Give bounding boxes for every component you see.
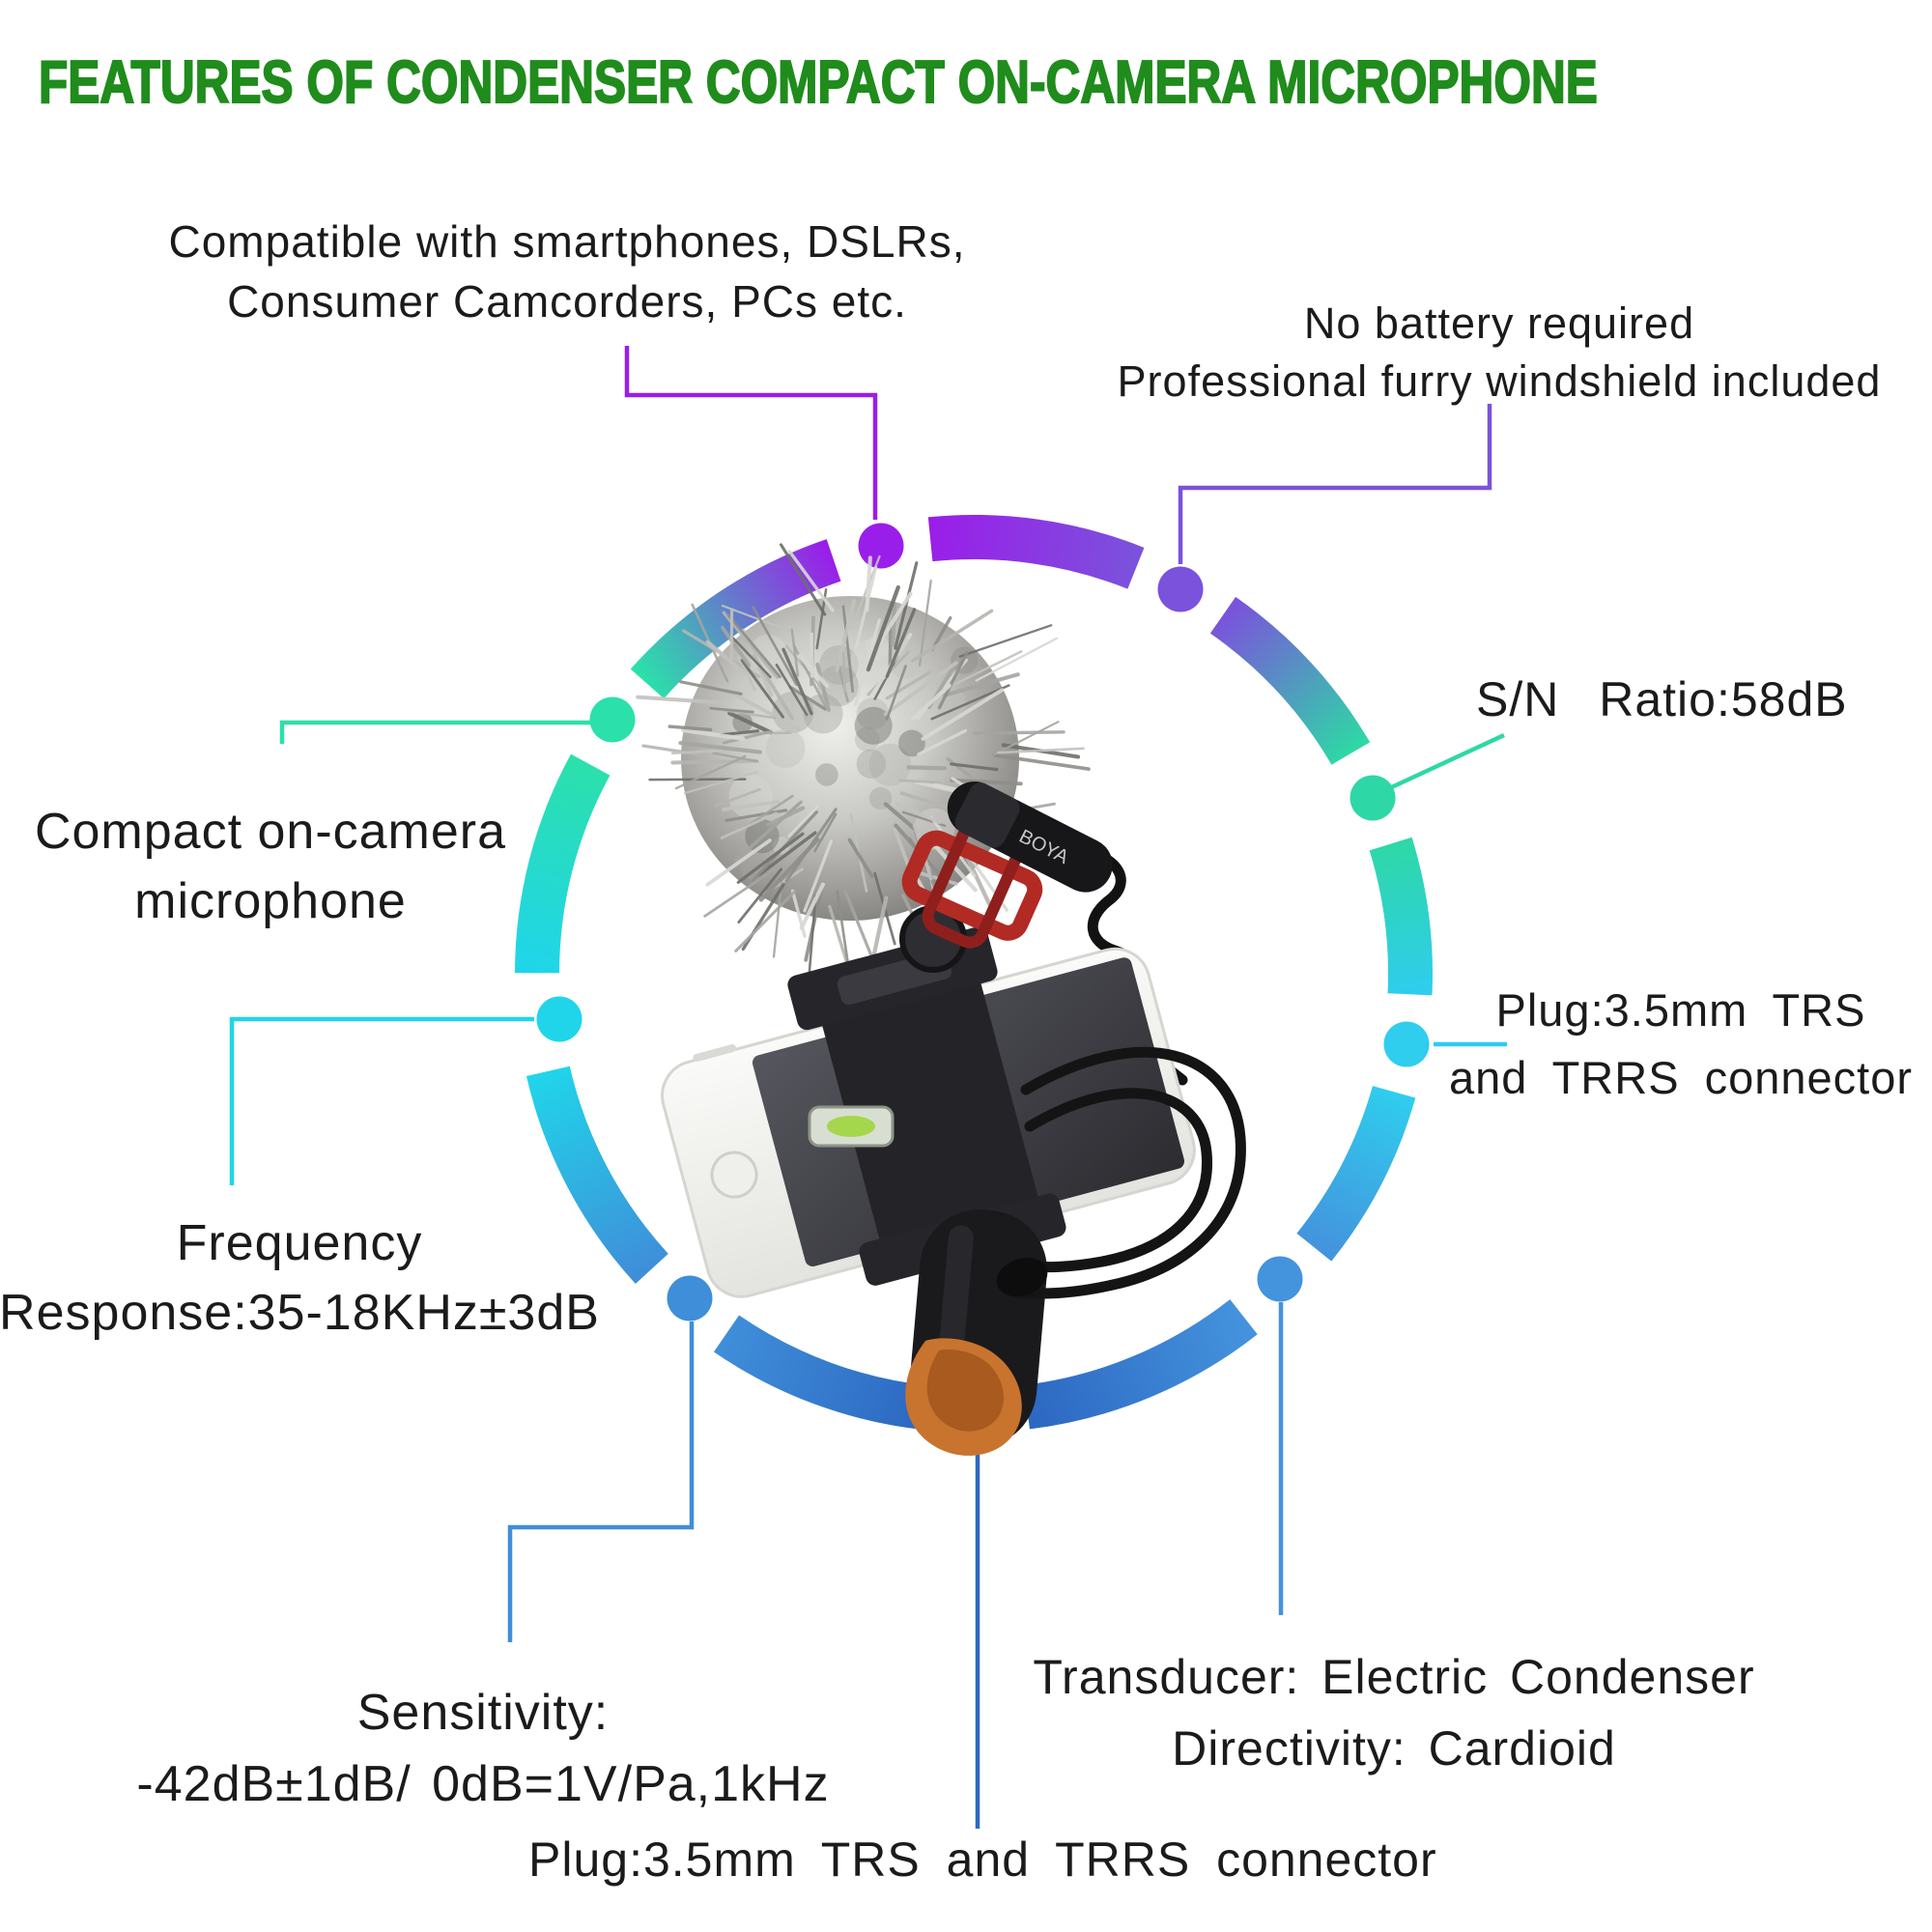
- phone-home-button: [710, 1151, 758, 1199]
- ring-dot-plug_right: [1383, 1021, 1430, 1067]
- ring-arc-plug_right: [1296, 1085, 1416, 1262]
- leader-line-frequency: [229, 1016, 534, 1185]
- leader-line-sensitivity: [507, 1321, 695, 1642]
- leader-line-compatibility: [624, 346, 878, 520]
- ring-arc-battery: [1209, 596, 1371, 765]
- callout-frequency-line2: Response:35-18KHz±3dB: [0, 1285, 600, 1341]
- callout-plug-right-line1: Plug:3.5mm TRS: [1495, 984, 1866, 1036]
- ring-dot-battery: [1157, 566, 1204, 612]
- callout-compatibility-line2: Consumer Camcorders, PCs etc.: [227, 276, 907, 327]
- page-title: FEATURES OF CONDENSER COMPACT ON-CAMERA …: [38, 48, 1598, 117]
- callout-compatibility-line1: Compatible with smartphones, DSLRs,: [168, 216, 966, 267]
- callout-compact-mic-line2: microphone: [134, 873, 407, 929]
- cord-toggle-bead: [996, 1258, 1048, 1296]
- callout-sn-ratio-line1: S/N Ratio:58dB: [1476, 672, 1848, 726]
- ring-dot-frequency: [536, 996, 582, 1042]
- ring-arc-frequency: [515, 753, 611, 974]
- product-photo: BOYA: [636, 543, 1246, 1456]
- callout-plug-bottom: Plug:3.5mm TRS and TRRS connector: [528, 1824, 1436, 1895]
- callout-battery-line2: Professional furry windshield included: [1117, 356, 1882, 406]
- ring-arc-compatibility: [927, 514, 1145, 589]
- ring-arc-plug_bottom: [713, 1315, 931, 1431]
- callout-compatibility: Compatible with smartphones, DSLRs, Cons…: [84, 212, 1050, 331]
- callout-transducer-line1: Transducer: Electric Condenser: [1033, 1650, 1755, 1704]
- callout-sensitivity-line2: -42dB±1dB/ 0dB=1V/Pa,1kHz: [136, 1756, 830, 1812]
- callout-sensitivity-line1: Sensitivity:: [356, 1685, 610, 1741]
- ring-dot-compact: [589, 696, 636, 743]
- ring-arc-sensitivity: [526, 1065, 668, 1284]
- wrist-lanyard: [996, 1046, 1246, 1299]
- microphone-body: BOYA: [947, 781, 1113, 893]
- callout-plug-right: Plug:3.5mm TRS and TRRS connector: [1430, 977, 1932, 1112]
- ring-dot-compatibility: [858, 523, 904, 569]
- leader-line-battery: [1178, 404, 1492, 564]
- callout-leader-lines: [229, 346, 1507, 1829]
- callout-battery-windshield: No battery required Professional furry w…: [1065, 295, 1932, 411]
- ring-dot-sn_ratio: [1350, 775, 1396, 821]
- callout-frequency-response: Frequency Response:35-18KHz±3dB: [0, 1208, 618, 1348]
- callout-plug-bottom-line1: Plug:3.5mm TRS and TRRS connector: [528, 1833, 1437, 1887]
- phone-clamp-bar: [812, 940, 1046, 1277]
- callout-compact-mic: Compact on-camera microphone: [29, 797, 512, 936]
- leader-line-compact: [279, 720, 591, 744]
- leader-line-sn_ratio: [1384, 732, 1505, 793]
- callout-battery-line1: No battery required: [1303, 298, 1695, 348]
- smartphone: [661, 926, 1196, 1298]
- callout-compact-mic-line1: Compact on-camera: [34, 804, 507, 860]
- spirit-level: [808, 1105, 895, 1148]
- callout-sn-ratio: S/N Ratio:58dB: [1476, 668, 1920, 730]
- callout-plug-right-line2: and TRRS connector: [1448, 1052, 1914, 1103]
- ring-dot-transducer: [1257, 1256, 1303, 1302]
- strap-tab: [905, 1338, 1022, 1456]
- callout-transducer-line2: Directivity: Cardioid: [1172, 1721, 1616, 1776]
- callout-frequency-line1: Frequency: [176, 1215, 423, 1271]
- callout-sensitivity: Sensitivity: -42dB±1dB/ 0dB=1V/Pa,1kHz: [116, 1677, 850, 1820]
- ring-arc-sn_ratio: [1369, 837, 1433, 996]
- ring-dot-sensitivity: [667, 1275, 713, 1321]
- phone-volume-button: [693, 1044, 737, 1062]
- ring-arc-transducer: [1024, 1298, 1258, 1430]
- callout-transducer: Transducer: Electric Condenser Directivi…: [1027, 1641, 1761, 1784]
